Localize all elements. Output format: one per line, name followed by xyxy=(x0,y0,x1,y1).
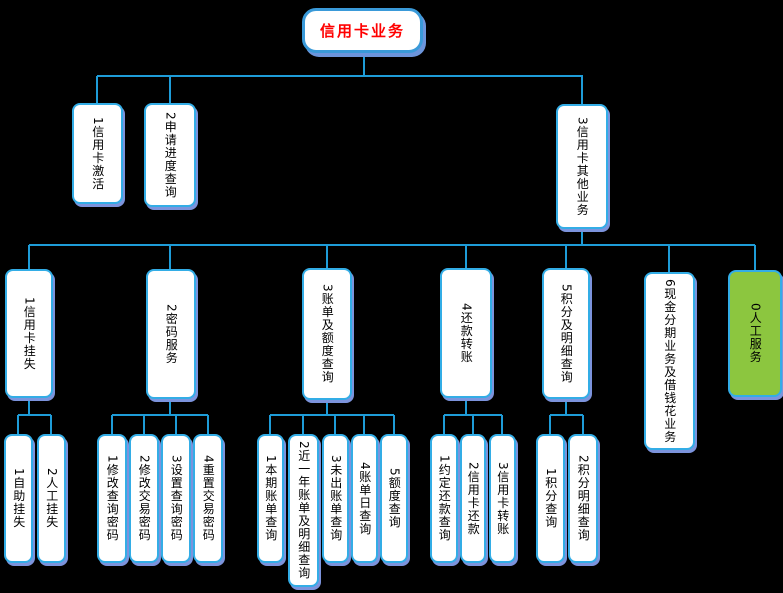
node-unbilled-query: 3未出账单查询 xyxy=(322,434,349,563)
node-billing-date-query: 4账单日查询 xyxy=(351,434,378,563)
node-set-query-password: 3设置查询密码 xyxy=(161,434,191,563)
node-card-loss-report: 1信用卡挂失 xyxy=(5,269,53,398)
node-current-bill-query: 1本期账单查询 xyxy=(257,434,284,563)
node-self-loss-report: 1自助挂失 xyxy=(4,434,33,563)
node-manual-loss-report: 2人工挂失 xyxy=(37,434,66,563)
node-bill-and-limit-query: 3账单及额度查询 xyxy=(302,268,352,400)
node-reset-transaction-password: 4重置交易密码 xyxy=(193,434,223,563)
node-points-query: 1积分查询 xyxy=(536,434,565,563)
node-other-card-services: 3信用卡其他业务 xyxy=(556,104,608,229)
node-one-year-bill-detail-query: 2近一年账单及明细查询 xyxy=(288,434,319,587)
node-card-activation: 1信用卡激活 xyxy=(72,103,123,204)
node-points-detail-query: 2积分明细查询 xyxy=(568,434,598,563)
node-credit-limit-query: 5额度查询 xyxy=(380,434,408,563)
node-card-transfer: 3信用卡转账 xyxy=(489,434,516,563)
node-agreed-repayment-query: 1约定还款查询 xyxy=(430,434,458,563)
node-points-and-detail-query: 5积分及明细查询 xyxy=(542,268,590,399)
node-repayment-transfer: 4还款转账 xyxy=(440,268,492,398)
node-manual-service: 0人工服务 xyxy=(728,270,782,397)
node-application-progress-query: 2申请进度查询 xyxy=(144,103,196,207)
node-modify-transaction-password: 2修改交易密码 xyxy=(129,434,159,563)
node-cash-installment-business: 6现金分期业务及借钱花业务 xyxy=(644,272,695,450)
node-card-repayment: 2信用卡还款 xyxy=(460,434,486,563)
node-modify-query-password: 1修改查询密码 xyxy=(97,434,127,563)
node-password-service: 2密码服务 xyxy=(146,269,196,399)
node-credit-card-business: 信用卡业务 xyxy=(302,8,423,53)
